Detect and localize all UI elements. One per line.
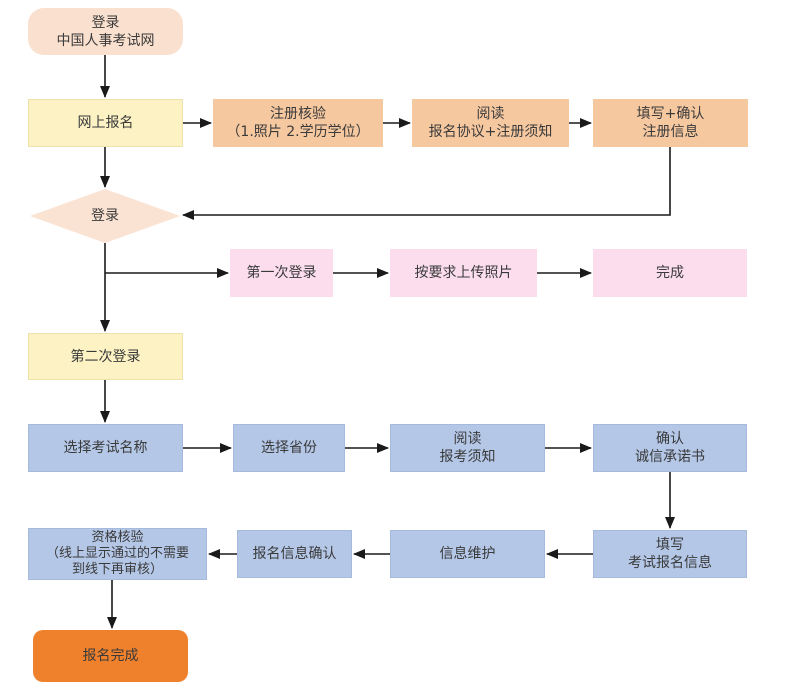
node-registration-finished-label: 报名完成 xyxy=(82,648,139,664)
node-start-line1: 登录 xyxy=(91,14,120,31)
node-registration-verify: 注册核验 （1.照片 2.学历学位） xyxy=(213,99,383,147)
node-read-notice-line1: 阅读 xyxy=(453,431,482,447)
node-confirm-promise-line1: 确认 xyxy=(656,431,684,447)
node-online-registration-label: 网上报名 xyxy=(77,115,134,131)
node-complete: 完成 xyxy=(593,249,747,297)
node-fill-exam-info: 填写 考试报名信息 xyxy=(593,530,747,578)
node-qualification-line2: （线上显示通过的不需要 xyxy=(45,546,189,561)
node-registration-verify-line1: 注册核验 xyxy=(270,106,326,122)
node-upload-photo: 按要求上传照片 xyxy=(390,249,537,297)
node-reg-info-confirm-label: 报名信息确认 xyxy=(252,546,337,562)
node-read-agreement-line2: 报名协议+注册须知 xyxy=(428,124,553,140)
node-start-line2: 中国人事考试网 xyxy=(56,32,155,49)
node-login-decision-label: 登录 xyxy=(91,208,119,224)
node-read-agreement-line1: 阅读 xyxy=(476,106,505,122)
node-start-login-site: 登录 中国人事考试网 xyxy=(28,8,183,55)
node-confirm-promise-line2: 诚信承诺书 xyxy=(635,449,705,465)
node-select-exam-label: 选择考试名称 xyxy=(63,440,148,456)
node-online-registration: 网上报名 xyxy=(28,99,183,147)
node-fill-exam-info-line1: 填写 xyxy=(656,537,684,553)
node-upload-photo-label: 按要求上传照片 xyxy=(414,265,513,281)
node-second-login-label: 第二次登录 xyxy=(70,348,141,365)
node-select-exam: 选择考试名称 xyxy=(28,424,183,472)
node-fill-confirm-line2: 注册信息 xyxy=(642,124,699,140)
node-qualification-line3: 到线下再审核） xyxy=(71,562,163,577)
node-select-province: 选择省份 xyxy=(233,424,345,472)
node-qualification-line1: 资格核验 xyxy=(91,530,144,545)
node-confirm-promise: 确认 诚信承诺书 xyxy=(593,424,747,472)
node-registration-finished: 报名完成 xyxy=(33,630,188,682)
node-fill-exam-info-line2: 考试报名信息 xyxy=(628,555,712,571)
node-fill-confirm-registration: 填写+确认 注册信息 xyxy=(593,99,748,147)
node-qualification-verify: 资格核验 （线上显示通过的不需要 到线下再审核） xyxy=(28,528,207,580)
node-registration-verify-line2: （1.照片 2.学历学位） xyxy=(226,124,370,140)
node-read-notice: 阅读 报考须知 xyxy=(390,424,545,472)
node-first-login: 第一次登录 xyxy=(230,249,333,297)
arrow-fill-confirm-to-login-decision xyxy=(182,147,671,220)
node-select-province-label: 选择省份 xyxy=(261,440,317,456)
node-reg-info-confirm: 报名信息确认 xyxy=(237,530,352,578)
node-complete-label: 完成 xyxy=(656,265,684,281)
node-fill-confirm-line1: 填写+确认 xyxy=(636,106,705,122)
node-second-login: 第二次登录 xyxy=(28,333,183,380)
node-read-agreement: 阅读 报名协议+注册须知 xyxy=(412,99,569,147)
node-read-notice-line2: 报考须知 xyxy=(439,449,496,465)
node-info-maintain-label: 信息维护 xyxy=(439,546,496,562)
node-info-maintain: 信息维护 xyxy=(390,530,545,578)
node-first-login-label: 第一次登录 xyxy=(246,265,317,281)
